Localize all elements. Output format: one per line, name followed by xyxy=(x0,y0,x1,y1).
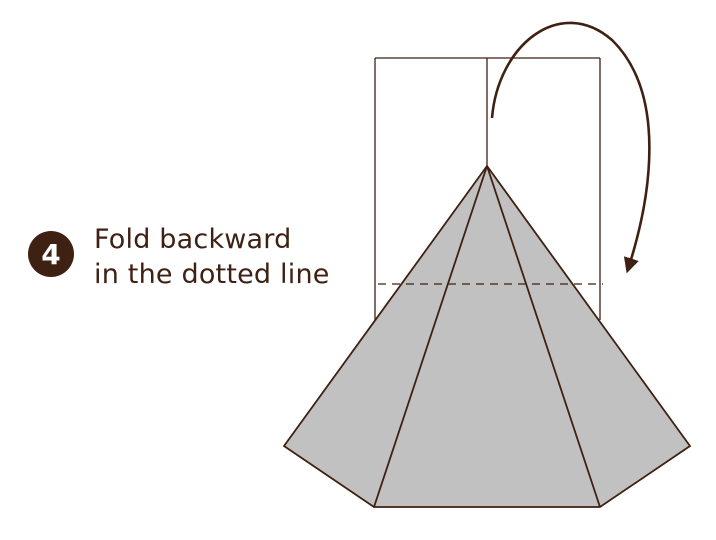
step-number: 4 xyxy=(41,237,61,271)
back-paper-sheet xyxy=(374,57,601,320)
instruction-line-1: Fold backward xyxy=(94,224,292,255)
inner-fold-line-right xyxy=(486,165,601,508)
curved-arrow-backward-icon xyxy=(490,21,651,274)
folded-paper-shape xyxy=(282,164,692,508)
step-number-badge: 4 xyxy=(28,231,74,277)
instruction-text: Fold backward in the dotted line xyxy=(94,222,330,292)
inner-fold-line-left xyxy=(373,165,488,508)
instruction-line-2: in the dotted line xyxy=(94,259,330,290)
